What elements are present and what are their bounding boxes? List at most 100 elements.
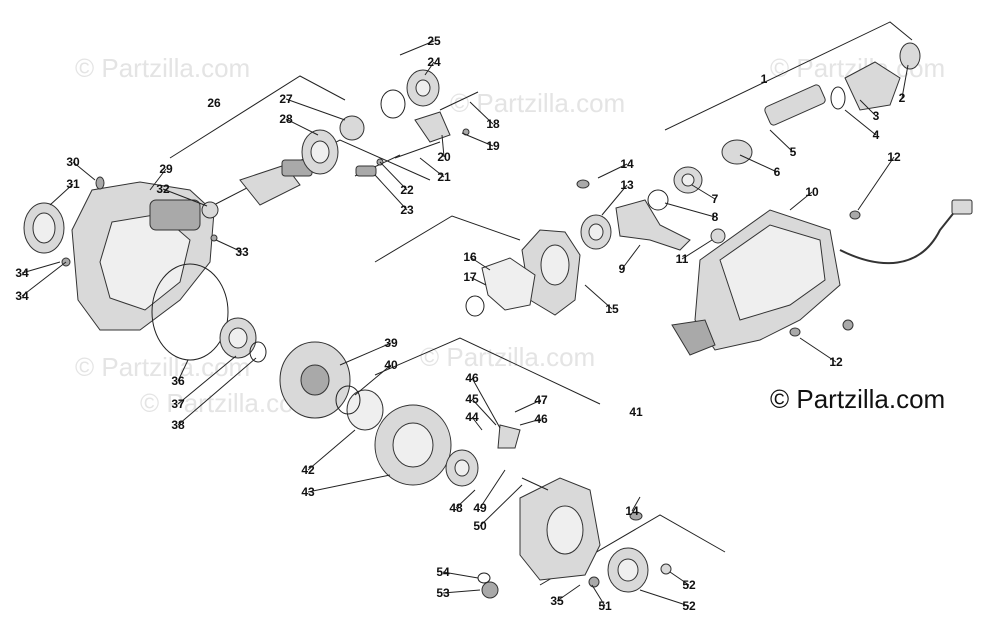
leader-line	[374, 174, 408, 211]
leader-line	[471, 416, 483, 431]
callout-label: 19	[486, 139, 500, 153]
leader-line	[469, 276, 487, 286]
o-ring-35	[151, 263, 229, 361]
callout-label: 30	[66, 155, 80, 169]
callout-label: 34	[15, 266, 29, 280]
callout-label: 1	[761, 72, 768, 86]
callout-label: 14	[625, 504, 639, 518]
front-housing	[23, 176, 218, 331]
leader-line	[379, 161, 408, 191]
callout-label: 5	[790, 145, 797, 159]
callout-label: 29	[159, 162, 173, 176]
ring-gear-side	[151, 263, 384, 431]
leader-line	[601, 184, 628, 216]
leader-line	[162, 188, 208, 207]
leader-line	[799, 337, 837, 363]
callout-label: 49	[473, 501, 487, 515]
leader-line	[442, 589, 481, 594]
callout-label: 53	[436, 586, 450, 600]
clamp-4	[830, 86, 846, 110]
output-housing	[465, 179, 691, 317]
callout-label: 17	[463, 270, 477, 284]
leader-line	[479, 469, 506, 509]
boot-3	[844, 61, 901, 111]
leader-line	[621, 244, 641, 270]
callout-label: 12	[887, 150, 901, 164]
o-ring-54	[477, 572, 491, 584]
plug-32	[210, 234, 218, 242]
leader-line	[177, 359, 189, 382]
callout-label: 52	[682, 599, 696, 613]
bolt-12-bottom	[789, 327, 801, 337]
callout-label: 4	[873, 128, 880, 142]
leader-line	[21, 261, 61, 274]
leader-line	[72, 161, 96, 181]
callout-label: 23	[400, 203, 414, 217]
callout-label: 31	[66, 177, 80, 191]
gasket-16	[481, 257, 536, 311]
callout-label: 40	[384, 358, 398, 372]
leader-line	[479, 484, 523, 527]
leader-line	[691, 184, 716, 200]
leader-line	[681, 239, 713, 260]
callout-label: 7	[712, 192, 719, 206]
callout-label: 22	[400, 183, 414, 197]
leader-line	[419, 157, 445, 178]
snap-ring-8	[647, 189, 669, 211]
callout-label: 13	[620, 178, 634, 192]
bolt-14-top	[576, 179, 590, 189]
leader-line	[844, 109, 877, 136]
connector	[951, 199, 973, 215]
o-ring-51	[660, 563, 672, 575]
spring-23	[355, 165, 377, 177]
callout-label: 38	[171, 418, 185, 432]
callout-label: 6	[774, 165, 781, 179]
brand-mark: © Partzilla.com	[770, 384, 945, 414]
leader-line	[21, 261, 67, 297]
callout-label: 46	[534, 412, 548, 426]
bearing-41	[346, 389, 384, 431]
leader-line	[455, 489, 476, 509]
callout-label: 35	[550, 594, 564, 608]
leader-line	[441, 134, 445, 158]
leader-line	[631, 496, 641, 512]
callout-label: 25	[427, 34, 441, 48]
watermark: © Partzilla.com	[450, 88, 625, 118]
leader-line	[354, 364, 392, 396]
bracket-40	[374, 337, 601, 405]
bracket-9	[615, 199, 691, 251]
shift-parts	[376, 69, 479, 166]
callout-label: 46	[465, 371, 479, 385]
callout-label: 51	[598, 599, 612, 613]
callout-label: 52	[682, 578, 696, 592]
leader-line	[469, 101, 494, 125]
snap-ring-25	[380, 89, 406, 119]
callout-label: 11	[676, 252, 689, 266]
callout-label: 32	[156, 182, 170, 196]
callout-label: 42	[301, 463, 315, 477]
callout-label: 48	[449, 501, 463, 515]
callout-label: 16	[463, 250, 477, 264]
o-ring-11	[710, 228, 726, 244]
leader-line	[664, 202, 716, 218]
leader-line	[519, 418, 542, 426]
leader-line	[285, 98, 346, 121]
leader-line	[669, 571, 690, 586]
leader-line	[597, 163, 628, 179]
leader-line	[584, 284, 613, 310]
leader-line	[307, 429, 356, 471]
callout-label: 43	[301, 485, 315, 499]
leader-line	[215, 239, 243, 253]
callout-label: 10	[805, 185, 819, 199]
wire-harness	[839, 204, 961, 265]
callout-label: 9	[619, 262, 626, 276]
gear-case-10	[671, 199, 973, 356]
callout-label: 41	[629, 405, 643, 419]
bolt-12-top	[849, 210, 861, 220]
callout-label: 8	[712, 210, 719, 224]
leader-line	[339, 342, 392, 366]
callout-group: 1234567891011121213141415161718192021222…	[15, 34, 909, 613]
leader-line	[769, 129, 794, 153]
leader-line	[901, 64, 909, 99]
bracket-1	[664, 21, 913, 131]
